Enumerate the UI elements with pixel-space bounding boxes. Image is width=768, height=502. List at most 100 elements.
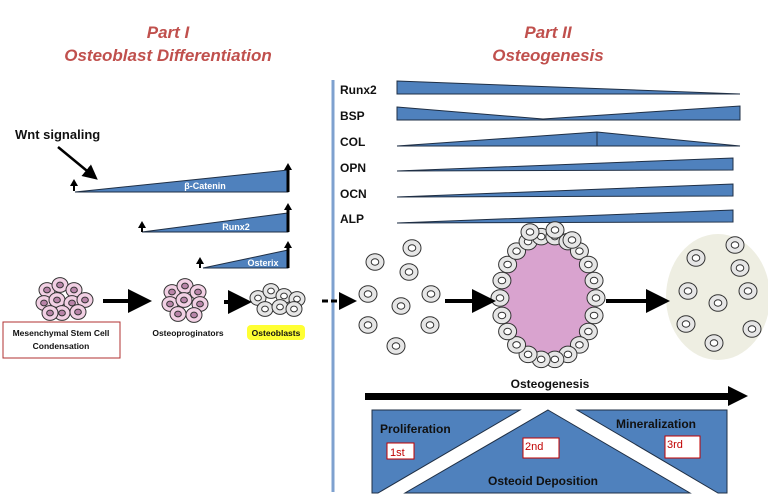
osteoblast-cell [386,337,406,355]
beta-catenin-label: β-Catenin [184,181,226,191]
osteoblasts-highlight [247,325,305,340]
osteoblast-cell [421,285,441,303]
wnt-label: Wnt signaling [15,127,100,142]
up-arrows [70,163,292,268]
marker-opn: OPN [340,161,366,175]
lining-cell [586,289,606,307]
msc-cell [48,292,66,308]
ocn-profile [396,183,734,198]
up-arrowhead-icon [70,179,78,186]
msc-cell [76,292,94,308]
up-arrowhead-icon [138,221,146,228]
col-profile [396,131,741,147]
lining-cell [584,306,604,325]
part2-title: Part II [524,23,573,42]
marker-ocn: OCN [340,187,367,201]
osteogenesis-arrow [365,386,748,406]
order-2: 2nd [525,441,543,453]
osteocyte-cell [725,236,745,254]
lining-cell [584,271,604,290]
up-arrowhead-icon [284,163,292,170]
part1-title: Part I [147,23,191,42]
order-box-2 [522,437,560,459]
opn-profile [396,157,734,172]
progenitors-label: Osteoproginators [152,328,224,338]
bsp-profile [396,105,741,121]
lining-cell [492,306,512,325]
lining-cell [518,345,538,364]
order-1: 1st [390,447,405,459]
part2-subtitle: Osteogenesis [492,46,604,65]
osteoblast-cell [358,316,378,334]
proliferation-region [371,409,522,494]
mineralization-region [575,409,728,494]
msc-cell [51,277,69,293]
osteocyte-cell [730,259,750,277]
msc-cell [41,305,59,321]
osteocyte-cell [686,249,706,267]
progenitor-cell [169,306,187,322]
osterix-label: Osterix [247,258,278,268]
order-3: 3rd [667,439,683,451]
lining-cell [578,322,598,341]
osteocyte-cell [708,294,728,312]
marker-labels: Runx2 BSP COL OPN OCN ALP [340,83,377,226]
up-arrowhead-icon [196,257,204,264]
runx2-wedge [141,212,289,233]
progenitor-cell [185,307,203,323]
lining-cell [507,336,527,354]
alp-profile [396,209,734,224]
beta-catenin-wedge [74,169,289,193]
osteoblast-cell [358,285,378,303]
osteoblast-cell [256,301,274,317]
osteocyte-cell [742,320,762,338]
osteoblast-cell [420,316,440,334]
lining-cell [562,231,582,249]
marker-col: COL [340,135,365,149]
msc-box [2,321,121,359]
lining-cell [490,289,510,307]
osteocyte-cell [676,315,696,333]
osteoblast-cell [402,239,422,257]
lining-cell [545,221,565,239]
osteoblast-cell [271,299,289,315]
osteoblast-cell [391,297,411,315]
lining-cell [492,271,512,290]
osteocyte-cell [704,334,724,352]
order-box-3 [664,435,701,459]
part1-subtitle: Osteoblast Differentiation [64,46,272,65]
osteoblast-cell [285,301,303,317]
osteoid-matrix [502,236,594,360]
msc-cell [69,304,87,320]
marker-runx2: Runx2 [340,83,377,97]
phase-deposition: Osteoid Deposition [488,474,598,488]
cell-clusters [35,277,306,323]
marker-alp: ALP [340,212,364,226]
runx2-profile [396,80,741,95]
msc-label-1: Mesenchymal Stem Cell [13,328,110,338]
osteoblast-cell [365,253,385,271]
lining-cell [520,223,540,241]
progenitor-cell [163,284,181,300]
osteoblasts-label: Osteoblasts [252,328,301,338]
osteoblast-cell [399,263,419,281]
up-arrowhead-icon [284,241,292,248]
up-arrowhead-icon [284,203,292,210]
osteocyte-cell [678,282,698,300]
runx2-label: Runx2 [222,222,250,232]
progenitor-cell [189,284,207,300]
order-box-1 [386,442,415,460]
phase-mineralization: Mineralization [616,417,696,431]
marker-bsp: BSP [340,109,365,123]
lining-cell [498,322,518,341]
lining-cell [498,255,518,274]
osteocyte-cell [738,282,758,300]
phase-proliferation: Proliferation [380,422,451,436]
lining-cell [578,255,598,274]
wnt-arrow [57,146,98,180]
osteogenesis-label: Osteogenesis [511,377,590,391]
progenitor-cell [175,292,193,308]
msc-label-2: Condensation [33,341,90,351]
